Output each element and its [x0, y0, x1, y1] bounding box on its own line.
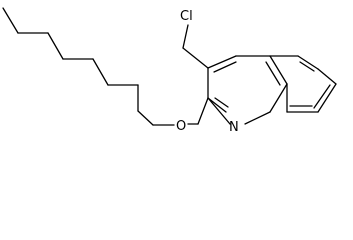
ch2-c3-bond: [182, 47, 209, 69]
c2-o-bond: [197, 97, 209, 125]
chain-bond-1: [2, 7, 19, 34]
c4a-c8a-bond: [269, 55, 288, 85]
n-c2-bond-upper: [207, 97, 227, 113]
molecule-structure-diagram: O Cl N: [2, 7, 337, 135]
c8a-n-to-label: [244, 111, 271, 125]
chloromethyl-group: Cl: [180, 9, 209, 69]
c8a-n-bond: [269, 83, 288, 113]
nitrogen-atom-label: N: [229, 120, 239, 135]
alkyl-chain: [2, 7, 175, 126]
c3-c4-inner-double: [213, 61, 237, 73]
c7-c8-inner-double: [313, 84, 331, 109]
c6-c7-bond: [317, 68, 337, 85]
c3-c4-bond: [207, 55, 237, 69]
c7-c8-bond: [317, 83, 337, 113]
quinoline-ring: [197, 55, 337, 125]
cl-ch2-bond: [182, 24, 189, 49]
chain-bond-3: [47, 32, 64, 60]
n-c2-inner-double: [214, 97, 229, 108]
chlorine-atom-label: Cl: [180, 9, 193, 24]
oxygen-atom-label: O: [176, 119, 186, 134]
c5-c6-bond: [297, 55, 319, 70]
n-c2-lower: [207, 97, 231, 125]
chain-bond-5: [92, 58, 109, 86]
c5-c6-inner-double: [299, 61, 315, 72]
c4a-c8a-inner-double: [265, 61, 281, 86]
chain-bond-7: [137, 110, 154, 126]
